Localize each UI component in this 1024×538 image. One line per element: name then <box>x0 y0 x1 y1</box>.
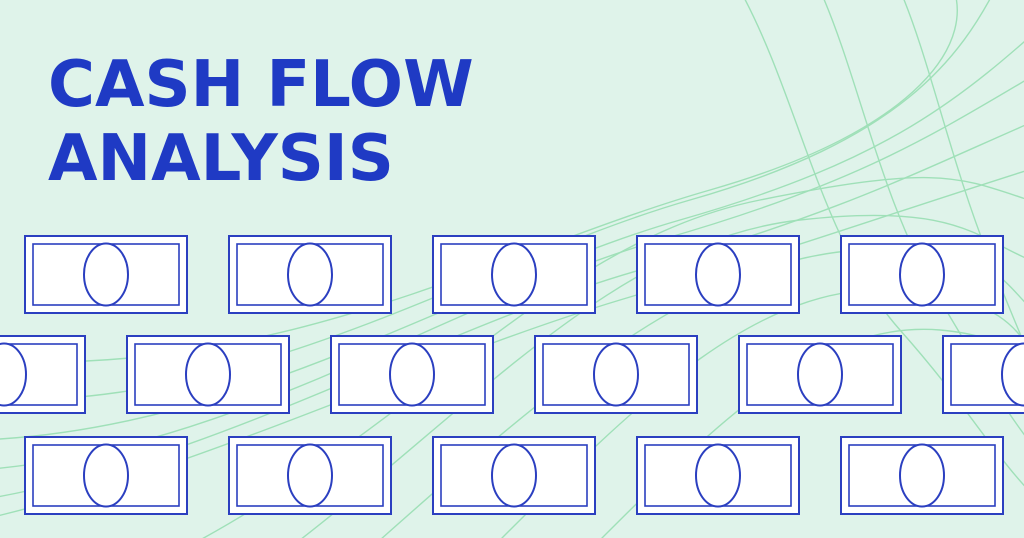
title-line-1: CASH FLOW <box>48 48 474 122</box>
dollar-bill-icon <box>738 335 902 414</box>
page-title: CASH FLOW ANALYSIS <box>48 48 474 196</box>
dollar-bill-icon <box>636 235 800 314</box>
dollar-bill-icon <box>840 436 1004 515</box>
dollar-bill-icon <box>840 235 1004 314</box>
dollar-bill-icon <box>24 436 188 515</box>
dollar-bill-icon <box>534 335 698 414</box>
dollar-bill-icon <box>24 235 188 314</box>
dollar-bill-icon <box>636 436 800 515</box>
dollar-bill-icon <box>432 436 596 515</box>
dollar-bill-icon <box>228 436 392 515</box>
dollar-bill-icon <box>432 235 596 314</box>
wave-line <box>381 248 1024 538</box>
dollar-bill-icon <box>0 335 86 414</box>
dollar-bill-icon <box>126 335 290 414</box>
title-line-2: ANALYSIS <box>48 122 394 196</box>
dollar-bill-icon <box>228 235 392 314</box>
wave-line <box>202 176 1024 538</box>
wave-line <box>0 80 1024 469</box>
wave-line <box>744 0 1024 487</box>
dollar-bill-icon <box>330 335 494 414</box>
dollar-bill-icon <box>942 335 1024 414</box>
